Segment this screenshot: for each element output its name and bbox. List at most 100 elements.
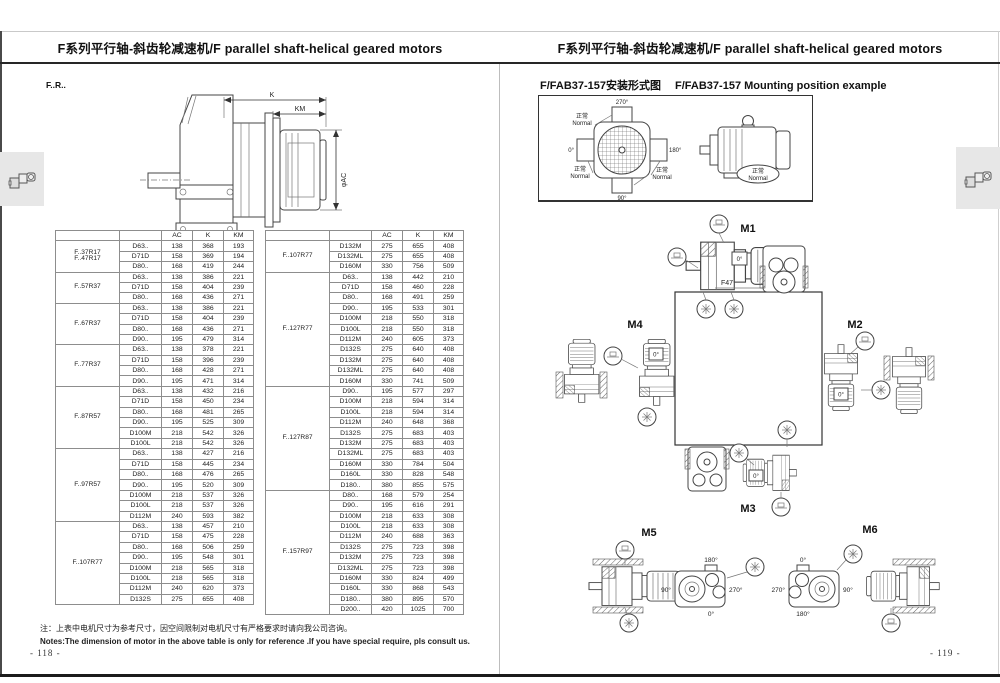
motor-size-cell: D71D	[119, 531, 162, 543]
dimension-cell: 363	[433, 531, 464, 543]
dimension-cell: 314	[433, 406, 464, 419]
dimension-cell: 550	[402, 323, 434, 335]
m3-zero-deg: 0°	[753, 474, 759, 480]
dimension-cell: 548	[433, 468, 464, 481]
motor-size-cell: D132S	[119, 593, 162, 606]
model-group-cell: F..87R57	[55, 385, 120, 450]
column-header: K	[402, 229, 434, 242]
svg-text:Normal: Normal	[572, 121, 591, 127]
dim-ac-label: φAC	[341, 173, 348, 187]
dimension-cell: 275	[371, 354, 403, 367]
dimension-cell: 275	[161, 593, 193, 606]
dimension-cell: 543	[433, 583, 464, 595]
dimension-cell: 373	[223, 583, 254, 595]
svg-text:正常: 正常	[576, 112, 588, 120]
dimension-cell: 216	[223, 385, 254, 398]
dimension-cell: 479	[192, 333, 224, 346]
model-group-cell: F..107R77	[265, 240, 330, 273]
motor-size-cell: D160L	[329, 583, 372, 595]
dim-k-label: K	[270, 92, 275, 99]
dimension-cell: 275	[371, 552, 403, 564]
column-header	[55, 229, 120, 242]
dimension-cell: 368	[192, 240, 224, 252]
dimension-cell: 218	[161, 562, 193, 574]
motor-size-cell: D90..	[119, 479, 162, 491]
column-header: KM	[433, 229, 464, 242]
dimension-cell: 240	[371, 333, 403, 346]
dimension-cell: 218	[371, 396, 403, 408]
dimension-cell: 403	[433, 427, 464, 439]
dimension-cell: 138	[161, 271, 193, 283]
motor-size-cell: D71D	[119, 250, 162, 263]
dimension-cell: 404	[192, 313, 224, 325]
motor-size-cell: D80..	[329, 489, 372, 502]
page-title-right: F系列平行轴-斜齿轮减速机/F parallel shaft-helical g…	[557, 42, 943, 56]
motor-size-cell: D132M	[329, 437, 372, 450]
mounting-subtitle-cn: F/FAB37-157安装形式图	[540, 80, 662, 92]
dimension-cell: 648	[402, 417, 434, 429]
motor-size-cell: D160M	[329, 458, 372, 471]
dimension-cell: 309	[223, 479, 254, 491]
m3-label: M3	[740, 503, 755, 515]
dimension-cell: 218	[161, 489, 193, 502]
dimension-cell: 234	[223, 396, 254, 408]
dimension-lines: K KM φAC	[223, 92, 348, 211]
motor-size-cell: D80..	[119, 323, 162, 335]
dimension-cell: 168	[161, 468, 193, 481]
dimension-cell: 683	[402, 448, 434, 460]
normal-label-bottom-right: 正常 Normal	[652, 166, 671, 181]
dimension-cell: 491	[402, 292, 434, 304]
dimension-cell: 326	[223, 437, 254, 450]
dimension-cell: 240	[161, 510, 193, 522]
dimension-cell: 403	[433, 448, 464, 460]
motor-size-cell: D71D	[119, 313, 162, 325]
page-top-edge	[0, 31, 1000, 32]
svg-text:Normal: Normal	[652, 175, 671, 181]
dimension-cell: 275	[371, 427, 403, 439]
dimension-cell: 378	[192, 344, 224, 356]
dimension-cell: 239	[223, 281, 254, 294]
column-header: K	[192, 229, 224, 242]
dimension-cell: 158	[161, 458, 193, 471]
m5-angle-top: 180°	[704, 556, 718, 564]
dimension-cell: 533	[402, 302, 434, 315]
motor-size-cell: D132ML	[329, 250, 372, 263]
gearmotor-dimension-drawing: K KM φAC	[140, 92, 348, 235]
dimension-cell: 218	[161, 427, 193, 439]
page-number-right: - 119 -	[930, 648, 961, 658]
motor-size-cell: D180..	[329, 479, 372, 491]
motor-size-cell: D63..	[119, 302, 162, 315]
motor-size-cell: D112M	[329, 333, 372, 346]
dimension-cell: 828	[402, 468, 434, 481]
motor-size-cell: D71D	[119, 458, 162, 471]
dimension-cell: 655	[192, 593, 224, 606]
adapter-flange-outline	[232, 112, 281, 228]
dimension-cell: 723	[402, 552, 434, 564]
page-left-edge	[0, 31, 2, 676]
dimension-cell: 275	[371, 250, 403, 263]
dimension-cell: 403	[433, 437, 464, 450]
dimension-cell: 369	[192, 250, 224, 263]
motor-size-cell: D100L	[119, 437, 162, 450]
motor-size-cell: D100M	[329, 510, 372, 522]
svg-text:正常: 正常	[656, 166, 668, 174]
dimension-cell: 218	[161, 437, 193, 450]
motor-size-cell: D132S	[329, 541, 372, 554]
motor-size-cell: D112M	[119, 583, 162, 595]
header-underline	[0, 62, 1000, 64]
dimension-cell: 330	[371, 468, 403, 481]
dimension-cell: 565	[192, 572, 224, 585]
motor-outline	[279, 129, 327, 211]
dimension-cell: 408	[433, 365, 464, 377]
dimension-cell: 784	[402, 458, 434, 471]
dimension-cell: 168	[161, 261, 193, 273]
mounting-positions-diagram: M1 0° F47 M4	[555, 214, 940, 633]
dimension-cell: 386	[192, 271, 224, 283]
dimension-cell: 168	[161, 292, 193, 304]
dimension-cell: 640	[402, 365, 434, 377]
